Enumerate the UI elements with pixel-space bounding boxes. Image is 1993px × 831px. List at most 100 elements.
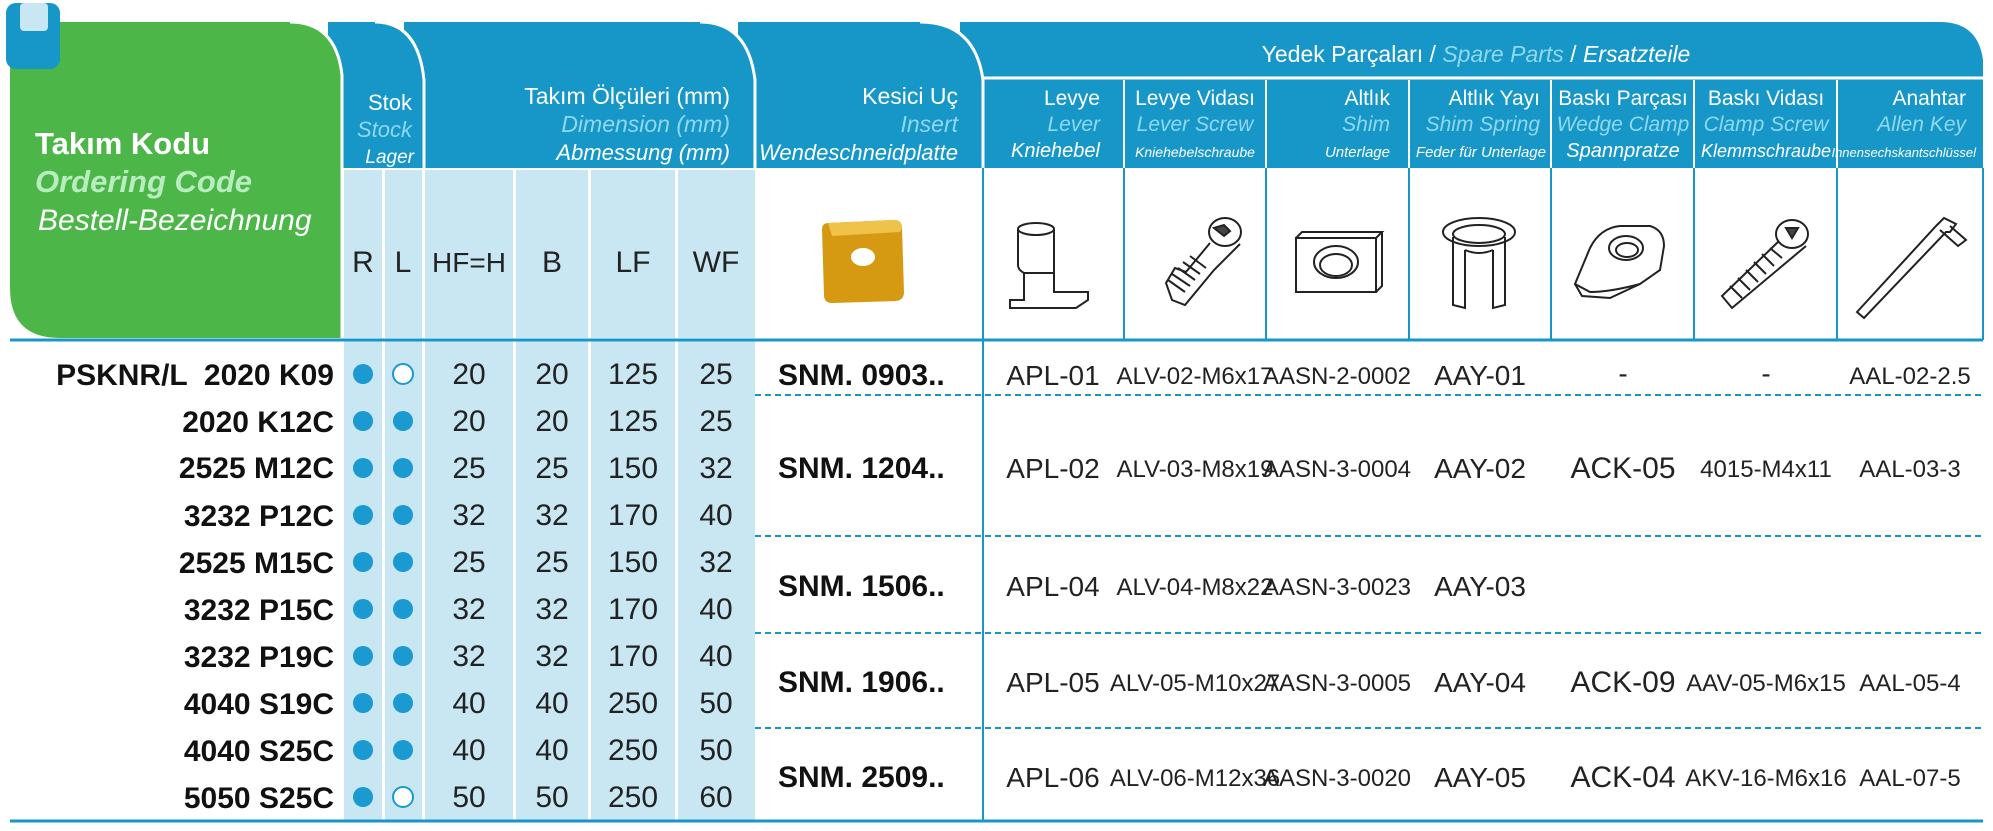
clamp-screw-code: AKV-16-M6x16 [1685,765,1846,792]
lever-icon [1009,222,1089,309]
spare-parts-sep2: / [1564,41,1583,67]
part-en: Allen Key [1875,113,1967,136]
dimension-tr: Takım Ölçüleri (mm) [524,83,730,109]
stock-l-dot [393,505,413,525]
dim-h: 25 [452,546,485,579]
part-en: Clamp Screw [1704,113,1831,136]
part-header-allen-key: Anahtar Allen Key Innensechskantschlüsse… [1831,87,1977,160]
part-tr: Altlık Yayı [1449,87,1540,110]
ordering-code: 2020 K12C [182,406,334,439]
wedge-clamp-code: - [1618,358,1627,389]
shim-spring-code: AAY-02 [1434,453,1526,484]
insert-code: SNM. 1906.. [778,666,945,699]
part-tr: Altlık [1344,87,1390,110]
allen-key-code: AAL-02-2.5 [1849,363,1970,390]
dim-wf: 50 [699,687,732,720]
lever-code: APL-06 [1006,762,1099,793]
wedge-clamp-code: ACK-09 [1570,666,1675,699]
ordering-code: 4040 S25C [184,735,334,768]
part-en: Shim Spring [1426,113,1541,136]
col-r: R [352,246,374,279]
spare-part-values: APL-01 ALV-02-M6x17 AASN-2-0002 AAY-01 -… [1006,358,1970,794]
corner-tab-icon [6,3,60,69]
clamp-screw-icon [1720,219,1809,310]
lever-code: APL-02 [1006,453,1099,484]
col-b: B [542,246,562,279]
dimension-values: 20 20 125 25 20 20 125 25 25 25 150 32 3… [452,358,732,814]
dim-h: 32 [452,499,485,532]
dim-h: 20 [452,405,485,438]
dim-lf: 150 [608,452,658,485]
wedge-clamp-code: ACK-04 [1570,761,1675,794]
dim-h: 32 [452,593,485,626]
stock-r-dot [353,599,373,619]
clamp-screw-code: 4015-M4x11 [1700,456,1832,483]
stock-l-dot [392,786,414,808]
spare-parts-tr: Yedek Parçaları [1262,41,1424,67]
dim-wf: 32 [699,452,732,485]
shim-code: AASN-3-0004 [1263,456,1411,483]
stock-r-dot [353,505,373,525]
dim-lf: 250 [608,734,658,767]
dimension-header-bg [404,22,755,168]
part-en: Wedge Clamp [1557,113,1690,136]
dim-wf: 40 [699,640,732,673]
part-tr: Baskı Parçası [1558,87,1688,110]
part-tr: Baskı Vidası [1708,87,1824,110]
dim-wf: 60 [699,781,732,814]
dimension-de: Abmessung (mm) [554,140,730,165]
ordering-code: 5050 S25C [184,782,334,815]
dim-b: 50 [535,781,568,814]
dim-lf: 250 [608,687,658,720]
row-separators [10,338,1983,823]
dim-lf: 150 [608,546,658,579]
lever-code: APL-05 [1006,667,1099,698]
dim-h: 20 [452,358,485,391]
insert-codes: SNM. 0903.. SNM. 1204.. SNM. 1506.. SNM.… [778,359,945,794]
stock-r-dot [353,552,373,572]
stock-r-dot [353,787,373,807]
part-de: Klemmschraube [1701,141,1831,161]
dim-b: 20 [535,405,568,438]
dimension-en: Dimension (mm) [561,111,730,137]
part-header-shim: Altlık Shim Unterlage [1325,87,1391,161]
clamp-screw-code: AAV-05-M6x15 [1686,670,1846,697]
dim-wf: 32 [699,546,732,579]
dim-wf: 25 [699,405,732,438]
insert-tr: Kesici Uç [862,83,958,109]
part-tr: Levye Vidası [1135,87,1255,110]
spare-parts-header-bg [960,22,1983,168]
ordering-code-tr: Takım Kodu [35,126,210,161]
stock-r-dot [353,364,373,384]
allen-key-code: AAL-03-3 [1859,456,1960,483]
shim-code: AASN-3-0020 [1263,765,1411,792]
dim-lf: 170 [608,640,658,673]
spare-parts-sep1: / [1423,41,1442,67]
part-header-wedge-clamp: Baskı Parçası Wedge Clamp Spannpratze [1557,87,1690,162]
allen-key-code: AAL-05-4 [1859,670,1960,697]
part-en: Lever [1047,113,1101,136]
col-l: L [395,246,412,279]
dim-wf: 50 [699,734,732,767]
stock-r-dot [353,458,373,478]
col-wf: WF [693,246,740,279]
dim-b: 20 [535,358,568,391]
stock-l-dot [393,646,413,666]
shim-spring-code: AAY-03 [1434,571,1526,602]
stock-header-bg [328,22,424,168]
ordering-code: 3232 P12C [184,500,334,533]
stock-r-dot [353,740,373,760]
dim-h: 25 [452,452,485,485]
dim-b: 40 [535,734,568,767]
ordering-code-header-bg [10,22,342,338]
ordering-code: 2525 M15C [179,547,334,580]
dim-wf: 40 [699,593,732,626]
lever-code: APL-01 [1006,360,1099,391]
part-header-lever: Levye Lever Kniehebel [1011,87,1101,162]
part-de: Spannpratze [1566,140,1679,162]
stock-l-dot [392,363,414,385]
stock-l-dot [393,411,413,431]
column-header-cells [344,170,983,338]
insert-de: Wendeschneidplatte [759,140,958,165]
insert-code: SNM. 1204.. [778,452,945,485]
